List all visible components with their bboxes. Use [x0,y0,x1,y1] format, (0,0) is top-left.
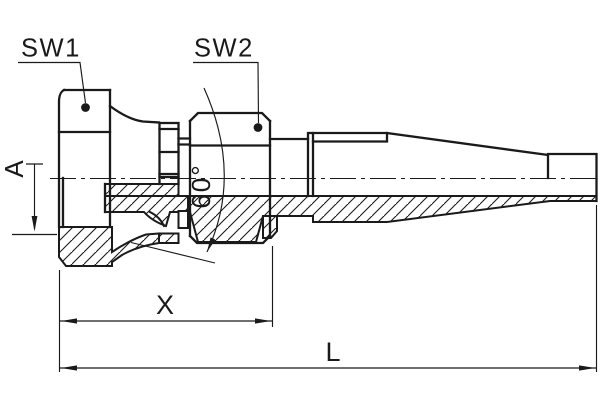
label-l: L [325,337,340,367]
dim-a-arrow [31,216,38,232]
labels: SW1 SW2 A 60° X L [0,35,341,368]
annotation-arrowheads-and-dots [31,103,596,371]
seat-wall-section [104,195,189,228]
thread-ring-lower-edges [158,175,180,186]
label-sw1: SW1 [21,35,81,63]
nut2-top-edge [188,111,272,123]
nipple-taper-edge [385,131,550,157]
thread-ring [158,121,180,179]
angle-arc-arrow [207,237,216,252]
dim-l-arrow-left [61,365,77,371]
label-x: X [156,290,174,320]
nut1-shoulder-curve [108,104,161,124]
thread-ring-crests [158,127,180,176]
sw1-leader-dot [81,103,90,112]
nut2-bottom-edge [188,234,272,245]
angle-arc [203,87,225,253]
dim-l-arrow-right [579,365,596,371]
part-outline [57,88,598,245]
nipple-collar-edges [311,131,389,143]
cone-seat-curve [148,210,166,228]
label-a: A [0,160,29,178]
sw2-leader-dot [253,123,263,132]
nut1-left-edge [57,88,66,229]
dim-x-arrow-right [255,318,271,324]
label-angle-60: 60° [186,163,216,208]
thread-stub-section [158,232,180,244]
cone-reference-line [130,241,216,264]
hose-tail-edges [546,152,598,203]
nut2-side-edges [188,119,272,238]
label-sw2: SW2 [194,35,254,63]
nipple-nose-wall-section [104,183,180,197]
thread-groove-notch [177,210,189,229]
sw1-leader-line [18,61,87,104]
dim-x-arrow-left [61,318,77,324]
neck-edges [177,137,192,146]
sw2-leader-line [193,61,260,124]
